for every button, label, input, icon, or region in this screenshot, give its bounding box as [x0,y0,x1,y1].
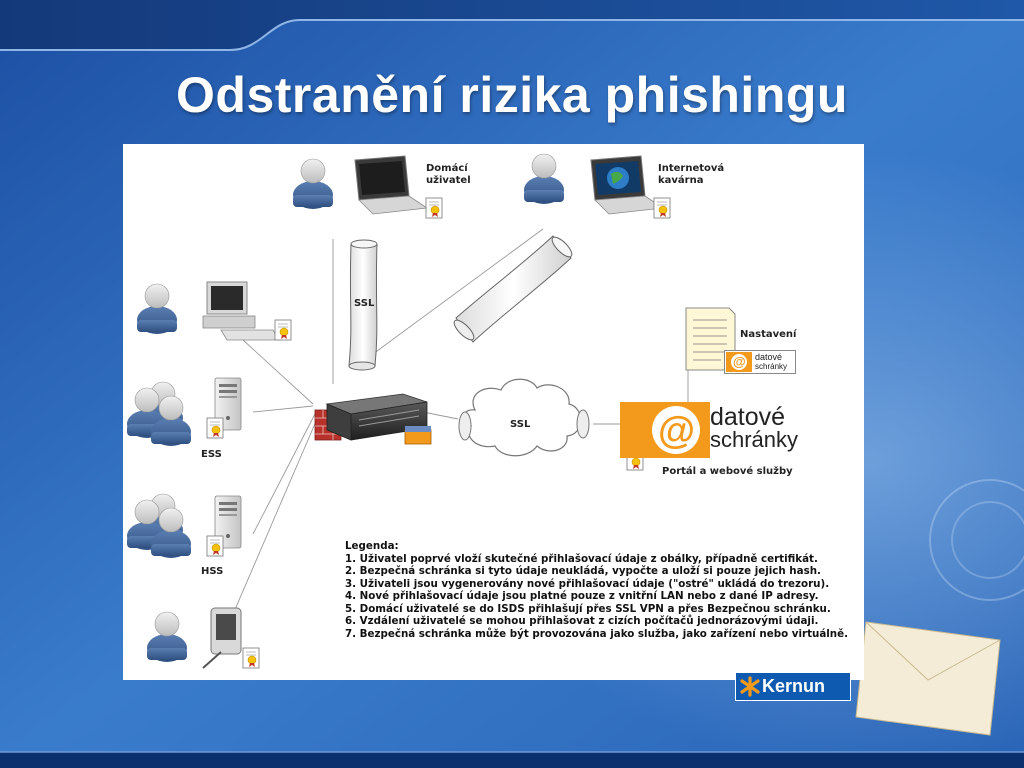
home-user-laptop-icon [354,155,429,215]
settings-label: Nastavení [740,328,797,340]
legend: Legenda: 1. Uživatel poprvé vloží skuteč… [345,540,860,640]
hss-label: HSS [201,566,223,577]
ssl-tube-vertical [348,239,378,371]
legend-item: 5. Domácí uživatelé se do ISDS přihlašuj… [345,602,831,615]
svg-text:@: @ [658,410,695,452]
ssl-tube-vertical-label: SSL [354,298,375,309]
portal-label: Portál a webové služby [662,465,793,477]
hss-users-icon [126,493,192,559]
ess-label: ESS [201,449,222,460]
ess-users-icon [126,381,192,447]
cafe-cert-icon [653,197,671,219]
legend-heading: Legenda: [345,540,399,552]
hss-cert-icon [206,535,224,557]
desktop-cert-icon [274,319,292,341]
datove-schranky-line1: datové [710,403,786,431]
pda-cert-icon [242,647,260,669]
kernun-label: Kernun [762,676,825,696]
storage-box-icon [404,426,432,445]
datove-schranky-small-logo: @ datové schránky [724,350,796,374]
kernun-star-icon [740,676,760,697]
ess-cert-icon [206,417,224,439]
legend-item: 4. Nové přihlašovací údaje jsou platné p… [345,590,819,602]
desktop-computer-icon [202,281,280,341]
ssl-cloud [458,378,590,457]
cafe-person-icon [523,153,565,205]
datove-schranky-small-line1: datové [755,352,783,362]
legend-item: 3. Uživateli jsou vygenerovány nové přih… [345,577,830,590]
datove-schranky-line2: schránky [710,427,799,452]
legend-item: 2. Bezpečná schránka si tyto údaje neukl… [345,565,821,577]
settings-document-icon [685,307,736,371]
datove-schranky-small-at-icon: @ [725,351,795,373]
ssl-tube-diagonal [453,235,573,343]
legend-item: 1. Uživatel poprvé vloží skutečné přihla… [345,552,818,565]
datove-schranky-logo: @ datové schránky [620,402,806,458]
datove-schranky-small-line2: schránky [755,362,788,371]
datove-schranky-at-icon: @ [620,402,710,458]
pda-device-icon [202,607,242,669]
kernun-logo: Kernun [735,672,851,701]
svg-text:@: @ [733,354,746,369]
home-user-person-icon [292,158,334,210]
ssl-cloud-label: SSL [510,419,531,430]
slide-title: Odstranění rizika phishingu [176,67,848,123]
home-user-cert-icon [425,197,443,219]
cafe-laptop-icon [590,155,665,215]
desktop-user-person-icon [136,283,178,335]
pda-user-person-icon [146,611,188,663]
legend-item: 6. Vzdálení uživatelé se mohou přihlašov… [345,615,819,627]
legend-item: 7. Bezpečná schránka může být provozován… [345,627,849,640]
